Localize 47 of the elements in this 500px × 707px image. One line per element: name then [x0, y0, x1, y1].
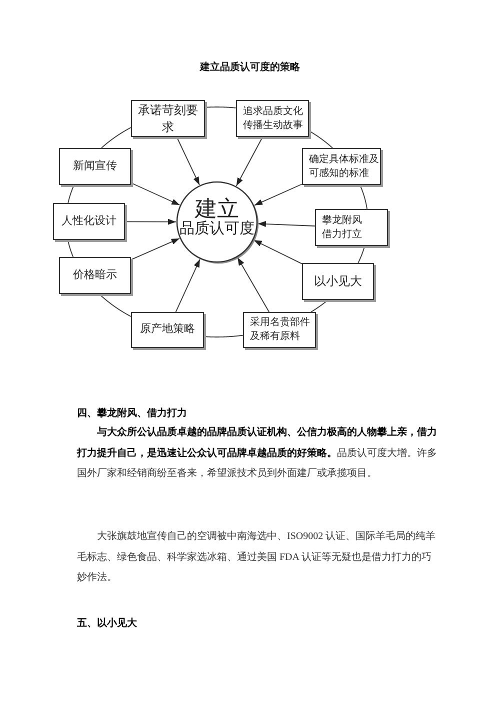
- arrow: [130, 238, 180, 260]
- arrow: [237, 257, 270, 312]
- strategy-box: [302, 263, 374, 300]
- ring-arc: [204, 106, 236, 108]
- ring-arc: [358, 246, 366, 264]
- strategy-box: [53, 203, 125, 240]
- arrow: [130, 182, 180, 206]
- box-label: 以小见大: [314, 273, 362, 290]
- ring-arc: [204, 334, 244, 338]
- arrow: [254, 184, 302, 206]
- ring-arc: [101, 127, 132, 148]
- section-heading: 五、以小见大: [77, 616, 137, 631]
- circle-heading: 建立: [195, 196, 239, 221]
- arrow: [176, 136, 200, 186]
- box-label: 人性化设计: [62, 214, 116, 229]
- strategy-box: [243, 312, 316, 348]
- strategy-box: [236, 100, 309, 137]
- center-circle: [176, 181, 258, 263]
- circle-label: 品质认可度: [180, 221, 254, 238]
- box-label: 追求品质文化传播生动故事: [243, 104, 304, 132]
- arrow: [175, 258, 200, 312]
- ring-arc: [68, 184, 74, 204]
- ring-arc: [308, 130, 333, 148]
- strategy-box: [302, 148, 381, 185]
- ring-arc: [67, 240, 74, 258]
- strategy-box: [59, 148, 131, 185]
- box-label: 承诺苛刻要求: [137, 102, 199, 136]
- strategy-box: [131, 312, 204, 348]
- box-label: 价格暗示: [73, 268, 117, 283]
- strategy-box: [131, 100, 205, 137]
- box-label: 采用名贵部件及稀有原料: [250, 316, 311, 344]
- section-heading: 四、攀龙附风、借力打力: [77, 406, 187, 421]
- arrow: [253, 240, 302, 264]
- box-label: 新闻宣传: [73, 158, 117, 174]
- strategy-box: [59, 257, 131, 294]
- arrow: [124, 218, 176, 225]
- arrow: [258, 221, 316, 227]
- strategy-box: [315, 209, 388, 246]
- box-label: 攀龙附风借力打立: [322, 214, 363, 242]
- box-label: 原产地策略: [140, 322, 195, 338]
- box-label: 确定具体标准及可感知的标准: [309, 152, 380, 180]
- ring-arc: [360, 184, 368, 210]
- diagram-title: 建立品质认可度的策略: [200, 61, 300, 75]
- paragraph: 大张旗鼓地宣传自己的空调被中南海选中、ISO9002 认证、国际羊毛局的纯羊毛标志、绿色食品、科学家选冰箱、通过美国 FDA 认证等无疑也是借力打力的巧妙作法。: [77, 530, 437, 585]
- ring-arc: [98, 294, 132, 317]
- paragraph: 与大众所公认品质卓越的品牌品质认证机构、公信力极高的人物攀上亲，借力打力提升自己，是迅速让公众认可品牌卓越品质的好策略。品质认可度大增。许多国外厂家和经销商纷至沓来，希望派技术员到外面建厂或承揽项目。: [77, 425, 438, 481]
- arrow: [236, 136, 264, 186]
